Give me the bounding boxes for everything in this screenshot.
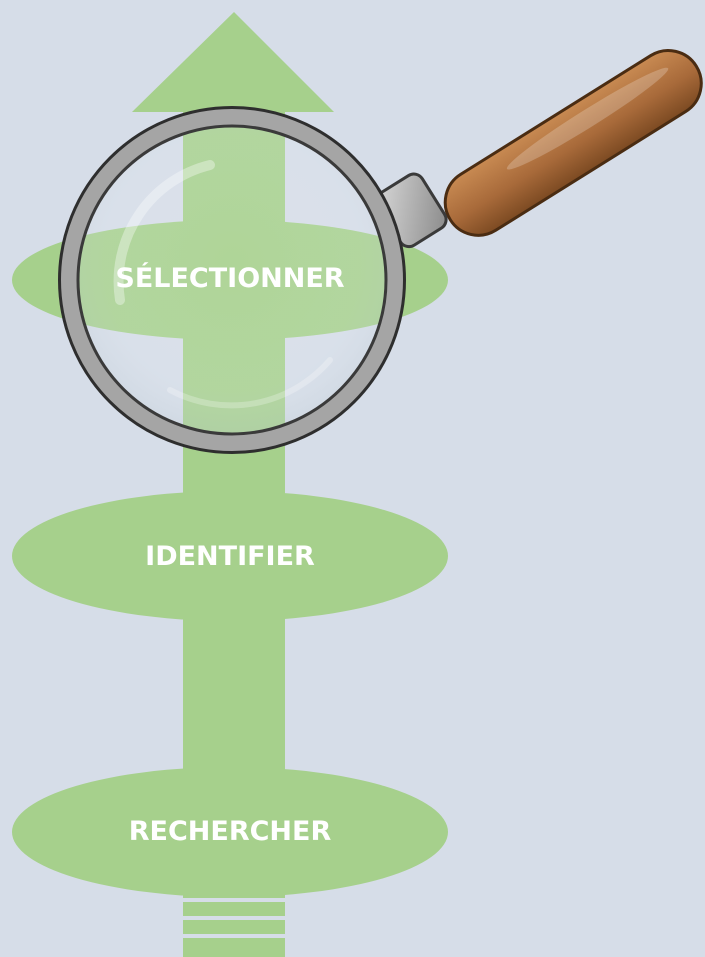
step-label-identifier: IDENTIFIER [145, 541, 315, 572]
magnifying-glass-icon [58, 49, 703, 454]
step-label-rechercher: RECHERCHER [128, 816, 332, 847]
step-label-selectionner: SÉLECTIONNER [115, 263, 345, 294]
step-ellipse-identifier [12, 491, 448, 621]
step-ellipse-rechercher [12, 767, 448, 897]
